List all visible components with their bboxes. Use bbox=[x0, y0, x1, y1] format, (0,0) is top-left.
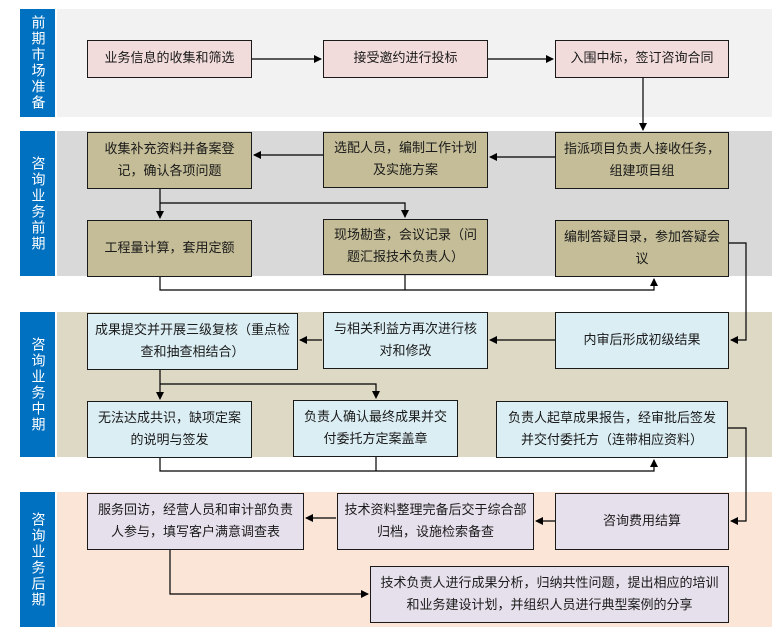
node-three-level-review[interactable]: 成果提交并开展三级复核（重点检查和抽查相结合） bbox=[87, 313, 298, 370]
line-quantity-to-qa bbox=[159, 277, 658, 291]
node-verify-modify[interactable]: 与相关利益方再次进行核对和修改 bbox=[323, 312, 488, 369]
band-label: 咨询业务中期 bbox=[20, 312, 55, 457]
node-quantity-calc[interactable]: 工程量计算，套用定额 bbox=[87, 220, 252, 277]
node-initial-result[interactable]: 内审后形成初级结果 bbox=[555, 312, 729, 369]
band-label: 咨询业务后期 bbox=[20, 492, 55, 627]
node-archive[interactable]: 技术资料整理完备后交于综合部归档，设施检索备查 bbox=[337, 493, 534, 550]
node-draft-report[interactable]: 负责人起草成果报告，经审批后签发并交付委托方（连带相应资料） bbox=[496, 401, 728, 458]
node-analysis-share[interactable]: 技术负责人进行成果分析，归纳共性问题，提出相应的培训和业务建设计划，并组织人员进… bbox=[370, 566, 729, 623]
line-noconsensus-to-report bbox=[159, 458, 658, 472]
node-service-visit[interactable]: 服务回访，经营人员和审计部负责人参与，填写客户满意调查表 bbox=[87, 493, 304, 550]
node-staff-plan[interactable]: 选配人员，编制工作计划及实施方案 bbox=[323, 132, 488, 188]
node-supplement-data[interactable]: 收集补充资料并备案登记，确认各项问题 bbox=[87, 132, 252, 189]
node-sign-contract[interactable]: 入围中标，签订咨询合同 bbox=[555, 40, 729, 78]
band-label: 咨询业务前期 bbox=[20, 131, 55, 276]
node-confirm-final[interactable]: 负责人确认最终成果并交付委托方定案盖章 bbox=[293, 400, 458, 457]
node-assign-lead[interactable]: 指派项目负责人接收任务，组建项目组 bbox=[555, 132, 729, 189]
node-site-survey[interactable]: 现场勘查，会议记录（问题汇报技术负责人） bbox=[323, 219, 488, 275]
node-fee-settlement[interactable]: 咨询费用结算 bbox=[555, 493, 729, 550]
band-label: 前期市场准备 bbox=[20, 9, 55, 117]
node-accept-bid[interactable]: 接受邀约进行投标 bbox=[323, 40, 488, 78]
node-no-consensus[interactable]: 无法达成共识，缺项定案的说明与签发 bbox=[87, 401, 252, 458]
node-collect-info[interactable]: 业务信息的收集和筛选 bbox=[87, 40, 252, 78]
node-qa-catalog[interactable]: 编制答疑目录，参加答疑会议 bbox=[555, 220, 729, 277]
